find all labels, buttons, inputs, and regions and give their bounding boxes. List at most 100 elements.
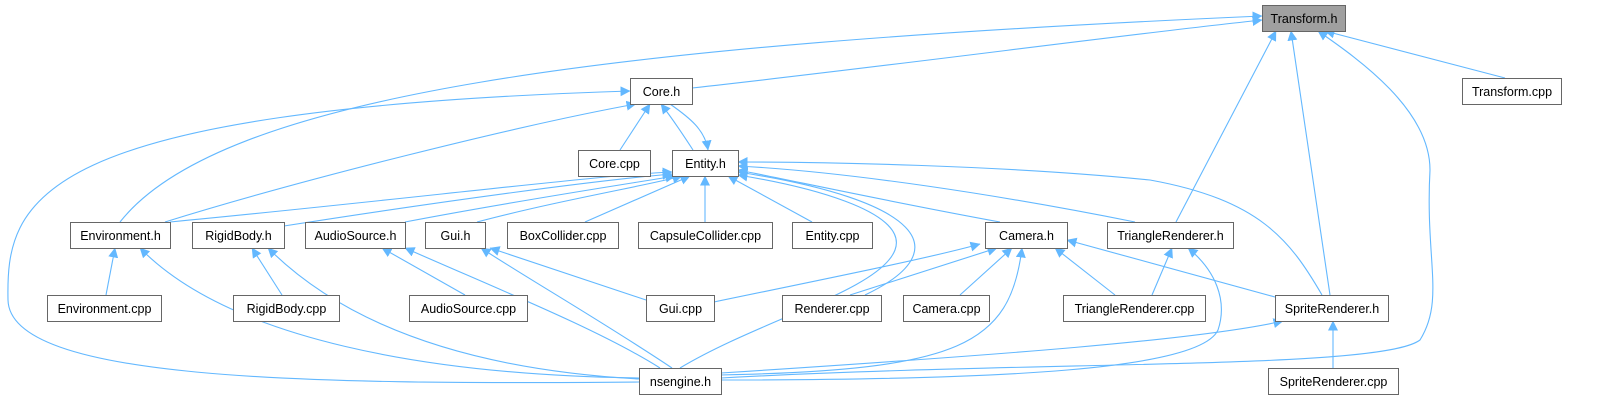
edge-camera-h-to-entity-h [737, 166, 1001, 223]
node-label-nsengine-h: nsengine.h [650, 375, 711, 389]
node-camera-h[interactable]: Camera.h [985, 222, 1068, 249]
node-box-camera-cpp[interactable] [903, 295, 990, 322]
edge-gui-h-to-entity-h [476, 173, 683, 223]
node-box-rigidbody-h[interactable] [192, 222, 285, 249]
node-boxcollider-cpp[interactable]: BoxCollider.cpp [507, 222, 619, 249]
node-label-entity-cpp: Entity.cpp [806, 229, 860, 243]
node-transform-cpp[interactable]: Transform.cpp [1462, 78, 1562, 105]
node-label-transform-cpp: Transform.cpp [1472, 85, 1552, 99]
node-box-core-h[interactable] [630, 78, 693, 105]
edge-nsengine-h-to-trianglerenderer-h [720, 247, 1222, 381]
node-box-camera-h[interactable] [985, 222, 1068, 249]
node-trianglerenderer-cpp[interactable]: TriangleRenderer.cpp [1063, 295, 1206, 322]
edge-environment-h-to-entity-h [169, 167, 673, 223]
node-entity-h[interactable]: Entity.h [672, 150, 739, 177]
node-gui-h[interactable]: Gui.h [425, 222, 486, 249]
edge-trianglerenderer-h-to-transform-h [1175, 30, 1277, 223]
node-rigidbody-cpp[interactable]: RigidBody.cpp [233, 295, 340, 322]
node-label-gui-cpp: Gui.cpp [659, 302, 702, 316]
node-box-core-cpp[interactable] [578, 150, 651, 177]
edge-audiosource-cpp-to-audiosource-h [381, 247, 466, 296]
node-gui-cpp[interactable]: Gui.cpp [646, 295, 715, 322]
node-box-nsengine-h[interactable] [639, 368, 722, 395]
edge-entity-h-to-core-h [660, 103, 694, 151]
node-box-transform-h[interactable] [1262, 5, 1346, 32]
node-label-trianglerenderer-h: TriangleRenderer.h [1117, 229, 1224, 243]
node-box-environment-h[interactable] [70, 222, 171, 249]
edge-boxcollider-cpp-to-entity-h [584, 175, 691, 223]
node-label-gui-h: Gui.h [441, 229, 471, 243]
edge-layer [7, 11, 1506, 384]
node-box-spriterenderer-cpp[interactable] [1268, 368, 1399, 395]
edge-rigidbody-cpp-to-rigidbody-h [251, 247, 283, 296]
node-camera-cpp[interactable]: Camera.cpp [903, 295, 990, 322]
node-renderer-cpp[interactable]: Renderer.cpp [782, 295, 882, 322]
node-box-gui-h[interactable] [425, 222, 486, 249]
node-label-audiosource-cpp: AudioSource.cpp [421, 302, 516, 316]
edge-spriterenderer-h-to-transform-h [1287, 30, 1331, 296]
node-box-entity-cpp[interactable] [792, 222, 873, 249]
node-spriterenderer-cpp[interactable]: SpriteRenderer.cpp [1268, 368, 1399, 395]
node-capsulecollider-cpp[interactable]: CapsuleCollider.cpp [638, 222, 773, 249]
node-label-audiosource-h: AudioSource.h [314, 229, 396, 243]
edge-nsengine-h-to-entity-h [679, 171, 897, 369]
node-box-spriterenderer-h[interactable] [1275, 295, 1389, 322]
node-box-renderer-cpp[interactable] [782, 295, 882, 322]
node-label-entity-h: Entity.h [685, 157, 726, 171]
edge-nsengine-h-to-gui-h [480, 247, 673, 369]
node-trianglerenderer-h[interactable]: TriangleRenderer.h [1107, 222, 1234, 249]
node-label-core-cpp: Core.cpp [589, 157, 640, 171]
edge-camera-cpp-to-camera-h [959, 247, 1013, 296]
node-label-environment-cpp: Environment.cpp [58, 302, 152, 316]
node-box-capsulecollider-cpp[interactable] [638, 222, 773, 249]
node-spriterenderer-h[interactable]: SpriteRenderer.h [1275, 295, 1389, 322]
edge-nsengine-h-to-camera-h [720, 247, 1026, 376]
edge-nsengine-h-to-environment-h [139, 247, 640, 379]
node-box-trianglerenderer-cpp[interactable] [1063, 295, 1206, 322]
node-box-boxcollider-cpp[interactable] [507, 222, 619, 249]
node-core-cpp[interactable]: Core.cpp [578, 150, 651, 177]
edge-environment-h-to-transform-h [119, 11, 1263, 223]
edge-nsengine-h-to-core-h [7, 86, 640, 384]
node-environment-cpp[interactable]: Environment.cpp [47, 295, 162, 322]
edge-environment-h-to-core-h [164, 100, 637, 223]
node-audiosource-h[interactable]: AudioSource.h [305, 222, 406, 249]
edge-renderer-cpp-to-entity-h [737, 168, 916, 296]
edge-spriterenderer-h-to-entity-h [737, 157, 1323, 296]
node-label-rigidbody-h: RigidBody.h [205, 229, 272, 243]
node-entity-cpp[interactable]: Entity.cpp [792, 222, 873, 249]
edge-nsengine-h-to-transform-h [720, 30, 1434, 379]
edge-trianglerenderer-cpp-to-camera-h [1054, 247, 1116, 296]
node-label-capsulecollider-cpp: CapsuleCollider.cpp [650, 229, 761, 243]
node-box-transform-cpp[interactable] [1462, 78, 1562, 105]
node-box-rigidbody-cpp[interactable] [233, 295, 340, 322]
node-audiosource-cpp[interactable]: AudioSource.cpp [409, 295, 528, 322]
edge-transform-cpp-to-transform-h [1324, 28, 1506, 79]
node-transform-h[interactable]: Transform.h [1262, 5, 1346, 32]
node-label-environment-h: Environment.h [80, 229, 161, 243]
node-box-gui-cpp[interactable] [646, 295, 715, 322]
edge-trianglerenderer-h-to-entity-h [737, 161, 1136, 223]
node-label-core-h: Core.h [643, 85, 681, 99]
node-nsengine-h[interactable]: nsengine.h [639, 368, 722, 395]
node-label-trianglerenderer-cpp: TriangleRenderer.cpp [1075, 302, 1195, 316]
node-label-camera-cpp: Camera.cpp [912, 302, 980, 316]
node-box-entity-h[interactable] [672, 150, 739, 177]
edge-spriterenderer-h-to-camera-h [1066, 237, 1276, 298]
edge-gui-cpp-to-gui-h [489, 246, 647, 301]
edge-trianglerenderer-cpp-to-trianglerenderer-h [1151, 247, 1173, 296]
node-environment-h[interactable]: Environment.h [70, 222, 171, 249]
edge-rigidbody-h-to-entity-h [283, 169, 673, 227]
node-core-h[interactable]: Core.h [630, 78, 693, 105]
edge-gui-cpp-to-camera-h [713, 241, 981, 303]
node-rigidbody-h[interactable]: RigidBody.h [192, 222, 285, 249]
node-box-audiosource-cpp[interactable] [409, 295, 528, 322]
node-box-environment-cpp[interactable] [47, 295, 162, 322]
node-box-audiosource-h[interactable] [305, 222, 406, 249]
node-label-boxcollider-cpp: BoxCollider.cpp [520, 229, 607, 243]
edge-core-cpp-to-core-h [619, 103, 651, 151]
node-box-trianglerenderer-h[interactable] [1107, 222, 1234, 249]
edge-core-h-to-entity-h [669, 103, 712, 151]
